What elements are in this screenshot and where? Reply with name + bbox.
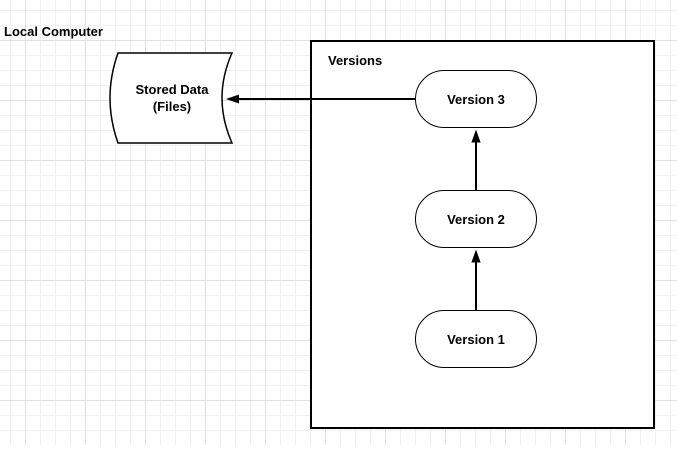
local-computer-label: Local Computer <box>4 24 103 39</box>
version-node-3[interactable]: Version 3 <box>415 70 537 128</box>
stored-data-outline[interactable] <box>109 52 234 144</box>
version-node-1[interactable]: Version 1 <box>415 310 537 368</box>
stored-data-label-line1: Stored Data <box>135 82 209 97</box>
versions-container-title: Versions <box>328 53 383 68</box>
stored-data-label-line2: (Files) <box>152 99 192 114</box>
version-node-2-label: Version 2 <box>447 211 505 227</box>
stored-data-label: Stored Data (Files) <box>112 53 232 143</box>
version-node-2[interactable]: Version 2 <box>415 190 537 248</box>
version-node-3-label: Version 3 <box>447 91 505 107</box>
stored-data-shape[interactable] <box>109 52 234 144</box>
version-node-1-label: Version 1 <box>447 331 505 347</box>
